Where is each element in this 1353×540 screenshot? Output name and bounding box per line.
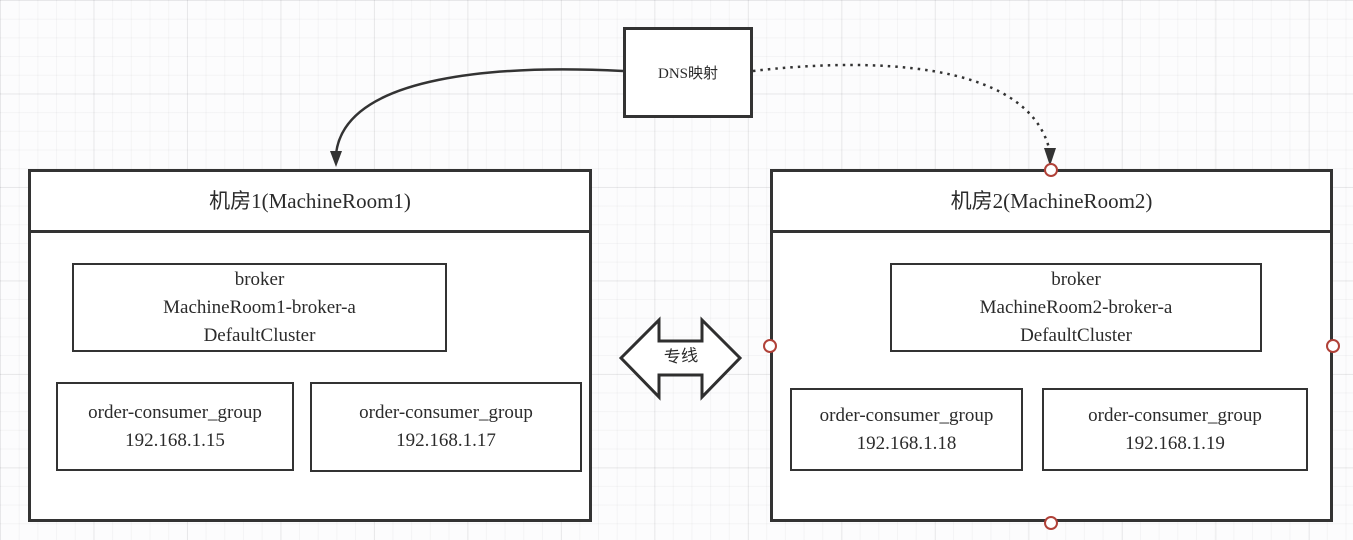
dns-mapping-node[interactable]: DNS映射: [623, 27, 753, 118]
consumer-group-label: order-consumer_group: [1088, 404, 1262, 426]
dns-to-room2-dotted-connector[interactable]: [752, 63, 1056, 166]
consumer-group-label: order-consumer_group: [359, 402, 533, 423]
arrowhead-down-icon: [330, 151, 342, 167]
broker-name-label: MachineRoom2-broker-a: [979, 296, 1173, 318]
dns-mapping-label: DNS映射: [657, 66, 718, 82]
broker-cluster-label: DefaultCluster: [203, 324, 316, 346]
room2-broker-node[interactable]: broker MachineRoom2-broker-a DefaultClus…: [890, 263, 1262, 352]
room1-broker-node[interactable]: broker MachineRoom1-broker-a DefaultClus…: [72, 263, 447, 352]
dns-to-room1-line[interactable]: [334, 68, 624, 155]
consumer-group-label: order-consumer_group: [819, 404, 994, 426]
consumer-ip-label: 192.168.1.19: [1125, 432, 1225, 454]
broker-name-label: MachineRoom1-broker-a: [163, 296, 356, 318]
dns-to-room1-connector[interactable]: [330, 68, 624, 167]
machine-room-1-node[interactable]: 机房1(MachineRoom1) broker MachineRoom1-br…: [28, 169, 592, 522]
room1-consumer-node-1[interactable]: order-consumer_group 192.168.1.15: [56, 382, 294, 471]
dedicated-line-label: 专线: [663, 345, 699, 368]
room2-consumer-node-2[interactable]: order-consumer_group 192.168.1.19: [1042, 388, 1308, 471]
room1-consumer-node-2[interactable]: order-consumer_group 192.168.1.17: [310, 382, 582, 472]
machine-room-2-node[interactable]: 机房2(MachineRoom2) broker MachineRoom2-br…: [770, 169, 1333, 522]
arrowhead-down-icon: [1044, 148, 1056, 166]
consumer-ip-label: 192.168.1.15: [125, 429, 225, 451]
broker-type-label: broker: [1051, 268, 1101, 290]
room2-consumer-node-1[interactable]: order-consumer_group 192.168.1.18: [790, 388, 1023, 471]
broker-cluster-label: DefaultCluster: [1020, 324, 1132, 346]
machine-room-1-title: 机房1(MachineRoom1): [31, 172, 589, 233]
machine-room-2-title: 机房2(MachineRoom2): [773, 172, 1330, 233]
broker-type-label: broker: [234, 268, 285, 290]
dns-to-room2-line[interactable]: [752, 63, 1051, 149]
consumer-group-label: order-consumer_group: [88, 401, 262, 423]
consumer-ip-label: 192.168.1.18: [856, 432, 957, 454]
consumer-ip-label: 192.168.1.17: [396, 430, 496, 451]
